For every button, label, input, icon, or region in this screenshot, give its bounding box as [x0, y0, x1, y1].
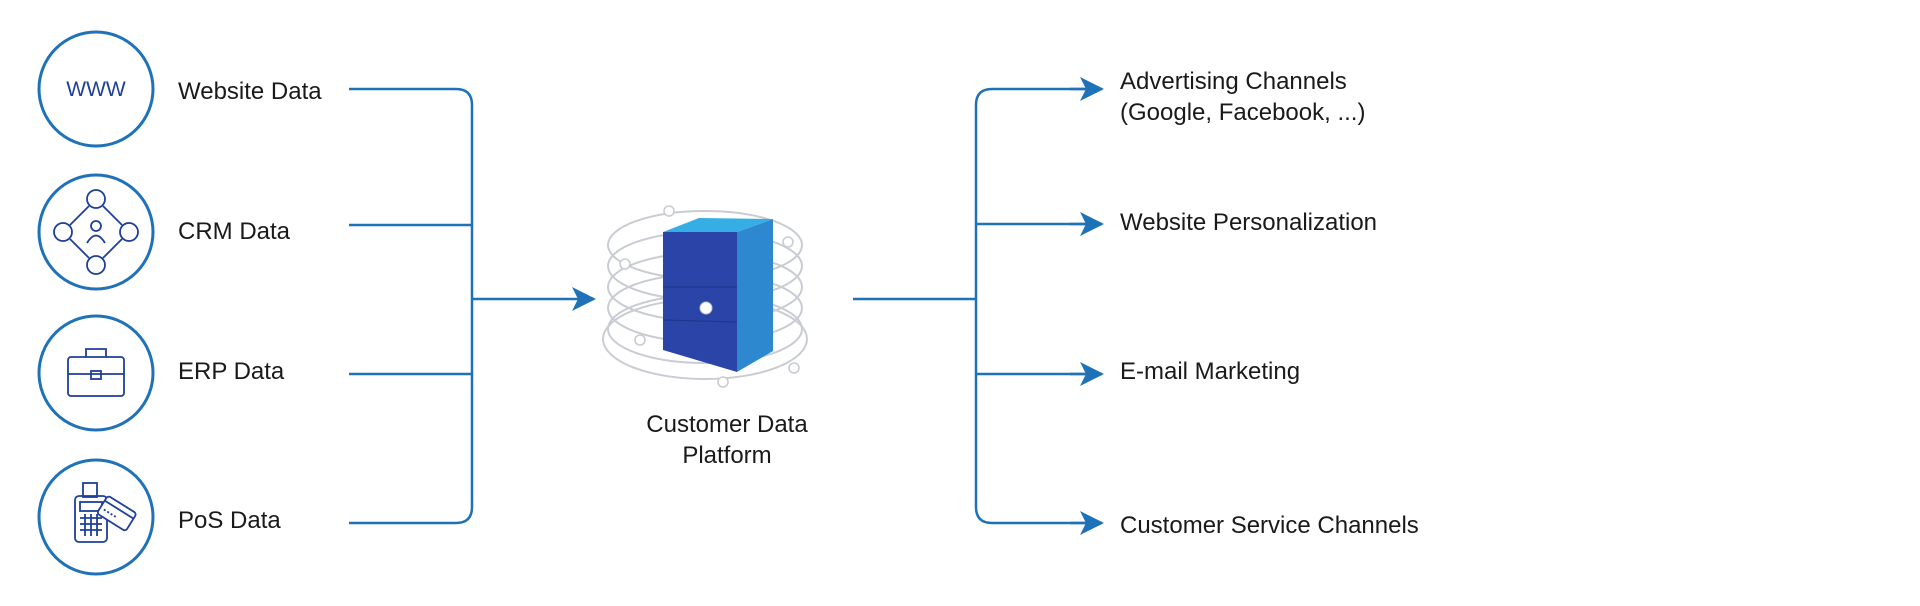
center-label-customer-data-platform: Customer Data Platform — [646, 411, 808, 469]
pos-terminal-icon — [37, 458, 155, 576]
output-label-customer-service-channels: Customer Service Channels — [1120, 512, 1419, 539]
input-label-erp-data: ERP Data — [178, 358, 285, 385]
input-label-pos-data: PoS Data — [178, 507, 281, 534]
output-label-advertising-channels: Advertising Channels (Google, Facebook, … — [1120, 68, 1366, 126]
briefcase-icon — [37, 314, 155, 432]
server-database-icon — [602, 205, 808, 388]
input-connectors — [349, 87, 596, 525]
input-label-crm-data: CRM Data — [178, 218, 291, 245]
input-label-website-data: Website Data — [178, 78, 322, 105]
crm-network-icon — [37, 173, 155, 291]
output-connectors — [853, 87, 1102, 525]
output-label-email-marketing: E-mail Marketing — [1120, 358, 1301, 385]
output-arrows — [1070, 77, 1104, 535]
output-label-website-personalization: Website Personalization — [1120, 209, 1378, 236]
www-icon: WWW — [37, 30, 155, 148]
www-icon-text: WWW — [66, 78, 126, 101]
